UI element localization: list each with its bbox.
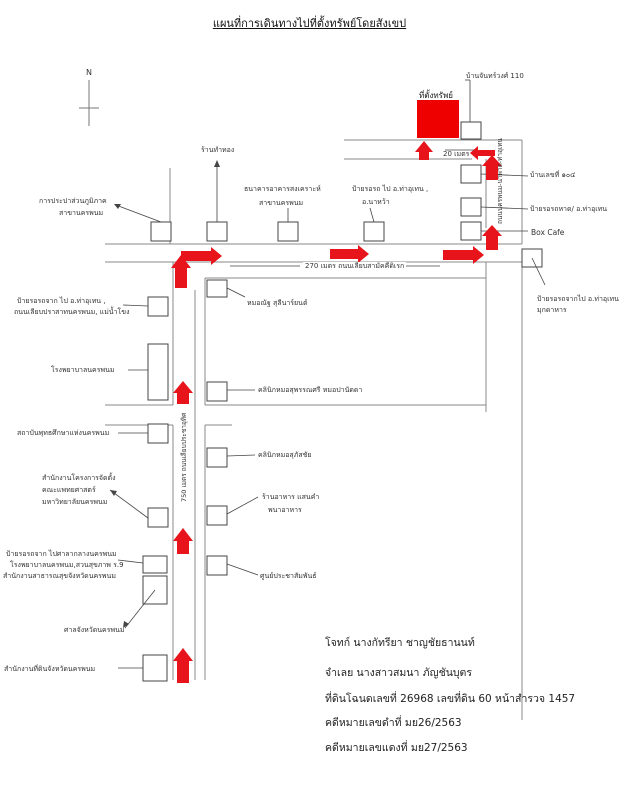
label-bus-stop-1: ป้ายรอรถ ไป อ.ท่าอุเทน , [352, 185, 429, 193]
route-arrow-up-1 [171, 255, 191, 288]
label-bus-stop-2: อ.นาหว้า [362, 198, 390, 206]
label-bottom-stop-3: สำนักงานสาธารณสุขจังหวัดนครพนม [3, 572, 116, 580]
route-arrow-up-4 [173, 648, 193, 683]
info-deed: ที่ดินโฉนดเลขที่ 26968 เลขที่ดิน 60 หน้า… [325, 693, 576, 705]
label-ptt-1: การประปาส่วนภูมิภาค [39, 197, 107, 205]
label-bus-stop-right: ป้ายรอรถหาด/ อ.ท่าอุเทน [530, 205, 608, 213]
label-land-office: สำนักงานที่ดินจังหวัดนครพนม [4, 665, 96, 673]
label-bus-stop-far-2: มุกดาหาร [537, 306, 567, 314]
leader-arrowheads [110, 160, 220, 628]
property-label: ที่ตั้งทรัพย์ [419, 91, 453, 100]
north-label: N [86, 68, 92, 77]
info-case-red: คดีหมายเลขแดงที่ มย27/2563 [325, 742, 468, 754]
label-left-stop-1: ป้ายรอรถจาก ไป อ.ท่าอุเทน , [17, 297, 106, 305]
label-left-stop-2: ถนนเลียบปราสาทนครพนม, แม่น้ำโขง [14, 308, 130, 316]
label-bank-2: สาขานครพนม [259, 199, 304, 207]
label-office-1: สำนักงานโครงการจัดตั้ง [42, 474, 116, 482]
label-hospital: โรงพยาบาลนครพนม [51, 366, 115, 374]
label-province: ศาลจังหวัดนครพนม [64, 626, 125, 634]
route-arrow-up-3 [173, 528, 193, 554]
label-ptt-2: สาขานครพนม [59, 209, 104, 217]
dimension-line [230, 149, 474, 267]
label-clinic-right-3: คลินิกหมอสุภัสชัย [258, 451, 312, 459]
route-arrow-up-6 [482, 155, 502, 180]
north-arrow-icon [79, 80, 99, 126]
info-plaintiff: โจทก์ นางกัทรียา ชาญชัยธานนท์ [325, 637, 475, 649]
label-shop-2: พนาอาหาร [268, 506, 302, 514]
label-village104: บ้านเลขที่ ๑๐๔ [530, 171, 576, 179]
label-dist270: 270 เมตร ถนนเลียบสามัคคีดิเรก [303, 262, 407, 271]
leader-lines [109, 79, 546, 669]
building-boxes [142, 121, 543, 682]
map-title: แผนที่การเดินทางไปที่ตั้งทรัพย์โดยสังเขป [212, 17, 407, 30]
property-marker [417, 100, 459, 138]
label-bottom-stop-2: โรงพยาบาลนครพนม,สวนสุขภาพ ร.9 [10, 561, 124, 569]
route-arrow-right-2 [330, 245, 369, 263]
route-arrows [171, 141, 502, 683]
label-bottom-stop-1: ป้ายรอรถจาก ไปศาลากลางนครพนม [6, 550, 117, 558]
info-case-black: คดีหมายเลขดำที่ มย26/2563 [325, 717, 462, 729]
label-bus-stop-far-1: ป้ายรอรถจากไป อ.ท่าอุเทน [537, 295, 619, 303]
label-institute: สถาบันพุทธศึกษาแห่งนครพนม [17, 429, 110, 437]
label-dist20: 20 เมตร [443, 150, 470, 158]
label-bank-1: ธนาคารอาคารสงเคราะห์ [244, 185, 321, 193]
route-arrow-up-2 [173, 381, 193, 404]
info-defendant: จำเลย นางสาวสมนา ภัญชันบุตร [325, 667, 472, 679]
route-arrow-left [470, 146, 495, 160]
label-main-road: 750 เมตร ถนนเลียบประชาอุทิศ [180, 412, 188, 502]
label-box-cafe: Box Cafe [531, 228, 565, 237]
label-office-3: มหาวิทยาลัยนครพนม [42, 498, 108, 506]
label-clinic-right-2: คลินิกหมอสุพรรณศรี หมอปานัดดา [258, 386, 363, 394]
route-arrow-up-7 [415, 141, 433, 160]
label-shop-1: ร้านอาหาร แสนคำ [262, 493, 320, 501]
route-arrow-right-3 [443, 246, 484, 264]
label-village110: บ้านจันทร์วงศ์ 110 [466, 72, 524, 80]
label-clinic-right-1: หมอณัฐ สุลีนาร์ยนต์ [247, 299, 308, 307]
label-office-2: คณะแพทยศาสตร์ [42, 486, 96, 494]
label-side-road: ถนนนครพนม-นาพาด-ท่าอุเทน [496, 138, 504, 224]
route-arrow-right-1 [181, 247, 222, 265]
route-arrow-up-5 [482, 225, 502, 250]
label-health: ศูนย์ประชาสัมพันธ์ [260, 572, 317, 580]
label-goldshop: ร้านทำทอง [201, 146, 235, 154]
